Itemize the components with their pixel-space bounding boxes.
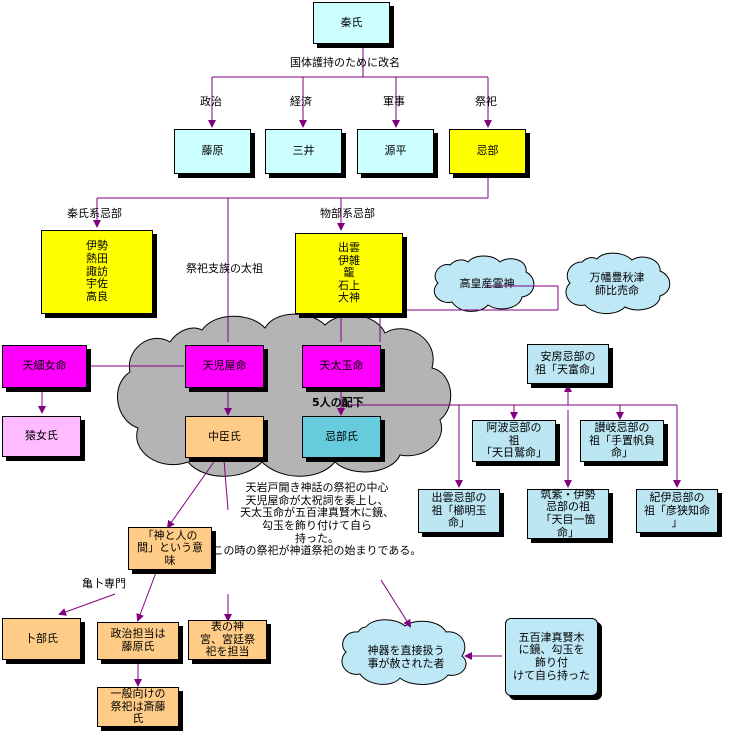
cloud-shinki: 神器を直接扱う 事が赦された者 xyxy=(367,644,445,670)
box-fujiwara: 藤原 xyxy=(174,129,251,174)
main-cloud-shape xyxy=(117,313,452,477)
box-chikushi-ise: 筑紫・伊勢 忌部の祖 「天目一箇 命」 xyxy=(527,488,609,539)
box-shinshi: 秦氏 xyxy=(313,2,390,44)
label-gonin: 5人の配下 xyxy=(312,396,364,409)
label-hata-inbe: 秦氏系忌部 xyxy=(67,207,122,220)
box-sarume: 猿女氏 xyxy=(2,416,81,457)
box-nakatomi: 中臣氏 xyxy=(185,416,264,458)
box-awa-inbe: 安房忌部の 祖「天富命」 xyxy=(527,344,609,384)
box-awa-inbe2: 阿波忌部の 祖 「天日鷲命」 xyxy=(472,420,556,462)
box-mitsui: 三井 xyxy=(265,129,342,174)
label-kaimei: 国体護持のために改名 xyxy=(290,56,400,69)
box-ame-no-uzume: 天細女命 xyxy=(2,345,87,388)
box-ioetsu: 五百津真賢木 に鏡、勾玉を 飾り付 けて自ら持った xyxy=(505,618,598,696)
box-seiji-fujiwara: 政治担当は 藤原氏 xyxy=(97,622,179,660)
label-saishi: 祭祀 xyxy=(475,95,497,108)
box-ame-no-koyane: 天児屋命 xyxy=(185,345,264,388)
box-genpei: 源平 xyxy=(357,129,434,174)
box-urabe: 卜部氏 xyxy=(2,618,81,660)
box-omote-kami: 表の神 宮、宮廷祭 祀を担当 xyxy=(188,620,267,660)
label-seiji: 政治 xyxy=(200,95,222,108)
box-hata-inbe-list: 伊勢 熱田 諏訪 宇佐 高良 xyxy=(41,230,153,314)
label-saishi-shizoku: 祭祀支族の太祖 xyxy=(186,262,263,275)
box-izumo-inbe: 出雲忌部の 祖「櫛明玉 命」 xyxy=(418,489,500,533)
cloud-yorozuhata: 万幡豊秋津 師比売命 xyxy=(589,271,645,297)
box-futodama: 天太玉命 xyxy=(302,345,381,388)
label-gunji: 軍事 xyxy=(383,95,405,108)
cloud-shape-shinki xyxy=(341,619,467,685)
label-mononobe-inbe: 物部系忌部 xyxy=(320,207,375,220)
box-kii-inbe: 紀伊忌部の 祖「彦狭知命 」 xyxy=(636,489,718,533)
cloud-takamimusubi: 高皇産霊神 xyxy=(459,277,515,290)
box-mononobe-inbe-list: 出雲 伊雑 籠 石上 大神 xyxy=(295,233,403,314)
label-keizai: 経済 xyxy=(290,95,312,108)
cloud-shape-yorozuhata xyxy=(565,252,671,314)
box-sanuki-inbe: 讃岐忌部の 祖「手置帆負 命」 xyxy=(580,420,664,462)
box-kami-hito: 「神と人の 間」という意 味 xyxy=(128,527,212,570)
box-inbe: 忌部 xyxy=(449,129,526,174)
cloud-shape-takamimusubi xyxy=(433,255,535,312)
box-inbe-shi: 忌部氏 xyxy=(302,416,381,458)
story-text: 天岩戸開き神話の祭祀の中心 天児屋命が太祝詞を奏上し、 天太玉命が五百津真賢木に… xyxy=(212,481,422,558)
box-ippan-saishi: 一般向けの 祭祀は斎藤 氏 xyxy=(97,687,179,727)
label-kameura: 亀卜専門 xyxy=(82,577,126,590)
